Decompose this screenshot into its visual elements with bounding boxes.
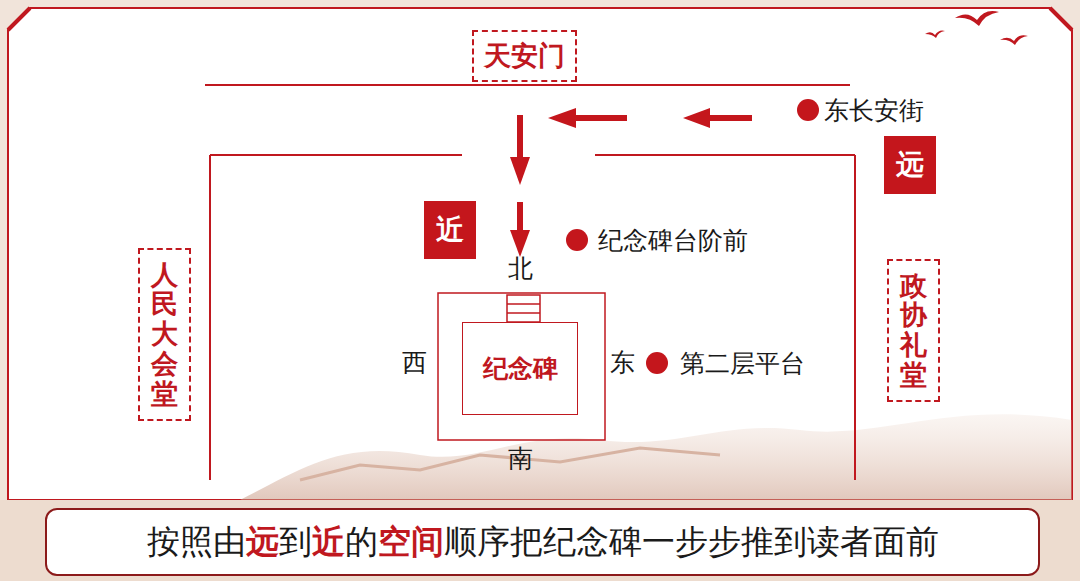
node-text: 远 bbox=[896, 146, 924, 184]
node-text: 纪念碑 bbox=[483, 352, 558, 385]
landmark-box: 人民大会堂 bbox=[138, 248, 191, 421]
birds bbox=[925, 11, 1028, 45]
node-text: 人民大会堂 bbox=[151, 260, 178, 408]
monument-base bbox=[438, 293, 605, 440]
ground-band bbox=[0, 500, 1080, 581]
node-text: 天安门 bbox=[484, 38, 565, 74]
place-label: 北 bbox=[508, 256, 533, 281]
node-text: 政协礼堂 bbox=[900, 271, 927, 390]
frame bbox=[8, 8, 1072, 500]
street-lines bbox=[205, 85, 855, 480]
place-label: 东 bbox=[610, 350, 635, 375]
node-text: 近 bbox=[436, 211, 464, 249]
location-dots bbox=[566, 99, 819, 374]
landmark-box: 政协礼堂 bbox=[887, 259, 940, 402]
caption-text: 按照由远到近的空间顺序把纪念碑一步步推到读者面前 bbox=[147, 520, 939, 565]
great-wall-mountain bbox=[240, 414, 1072, 500]
tag-box: 远 bbox=[884, 136, 936, 194]
place-label: 东长安街 bbox=[824, 98, 924, 123]
frame-corner bbox=[8, 8, 1072, 30]
tag-box: 近 bbox=[424, 201, 476, 259]
place-label: 南 bbox=[508, 446, 533, 471]
monument-box: 纪念碑 bbox=[462, 322, 578, 415]
place-label: 西 bbox=[402, 350, 427, 375]
place-label: 第二层平台 bbox=[680, 351, 805, 376]
caption-band: 按照由远到近的空间顺序把纪念碑一步步推到读者面前 bbox=[45, 508, 1040, 576]
place-label: 纪念碑台阶前 bbox=[598, 228, 748, 253]
route-arrows bbox=[510, 108, 752, 257]
landmark-box: 天安门 bbox=[472, 30, 577, 82]
